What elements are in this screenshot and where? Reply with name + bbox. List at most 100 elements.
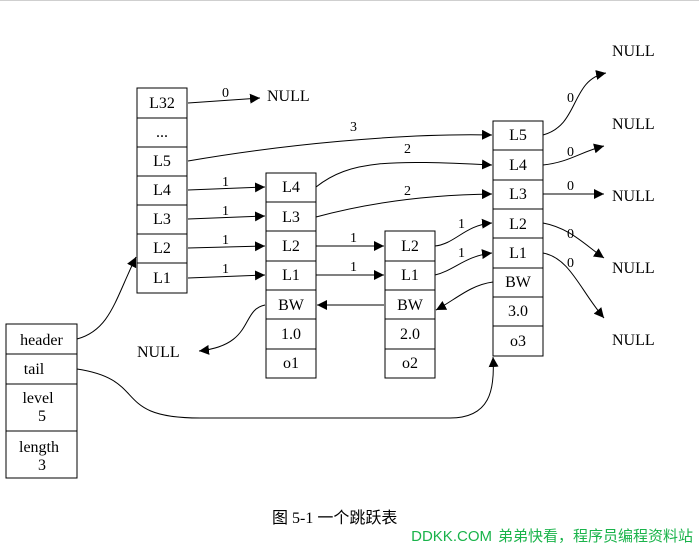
- zskiplist-struct: header tail level 5 length 3: [5, 323, 78, 479]
- span-label: 0: [567, 227, 574, 242]
- node-level-text: L5: [509, 127, 527, 144]
- header-level-text: L1: [153, 270, 171, 287]
- null-label: NULL: [612, 260, 655, 277]
- node-obj-cell: [384, 348, 436, 379]
- header-level-text: L4: [153, 182, 171, 199]
- zskiplist-header-label: header: [20, 332, 63, 349]
- zskiplist-tail-label: tail: [24, 361, 45, 378]
- node-backward-cell: [265, 289, 317, 320]
- span-label: 3: [350, 120, 357, 135]
- edge-arrow: [187, 241, 266, 252]
- node-level-text: L2: [401, 238, 419, 255]
- header-level-text: L5: [153, 153, 171, 170]
- node-score-cell: [492, 296, 544, 327]
- node-score-text: 3.0: [508, 303, 528, 320]
- backward-arrow: [198, 304, 266, 355]
- zskiplist-tail-field: [5, 353, 78, 385]
- header-level-text: L32: [149, 95, 175, 112]
- watermark-site: DDKK.COM: [411, 528, 492, 543]
- span-label: 0: [222, 86, 229, 101]
- header-level-cell: [136, 233, 188, 264]
- node-level-text: L1: [282, 267, 300, 284]
- node-level-cell: [492, 179, 544, 210]
- header-level-text: ...: [156, 124, 168, 141]
- edge-arrow: [542, 252, 605, 319]
- figure-caption: 图 5-1 一个跳跃表: [272, 509, 397, 527]
- node-level-cell: [265, 201, 317, 232]
- header-level-text: L3: [153, 211, 171, 228]
- edge-arrow: [187, 93, 261, 104]
- edge-arrow: [187, 211, 266, 222]
- edge-arrow: [542, 143, 605, 166]
- skiplist-node-o3: L5 L4 L3 L2 L1 BW 3.0 o3: [492, 120, 544, 357]
- span-label: 1: [350, 231, 357, 246]
- node-score-text: 1.0: [281, 326, 301, 343]
- edge-arrow: [187, 182, 266, 193]
- span-label: 2: [404, 142, 411, 157]
- edge-arrow: [187, 129, 493, 162]
- zskiplist-length-value: 3: [38, 457, 46, 474]
- top-border-line: [0, 0, 699, 1]
- span-label: 1: [350, 260, 357, 275]
- header-level-cell: [136, 204, 188, 235]
- span-label: 0: [567, 91, 574, 106]
- header-pointer-arrow: [76, 256, 137, 340]
- span-label: 1: [222, 262, 229, 277]
- span-label: 1: [222, 233, 229, 248]
- node-level-cell: [492, 237, 544, 269]
- node-backward-text: BW: [278, 297, 305, 314]
- node-backward-cell: [384, 289, 436, 320]
- edge-arrow: [542, 70, 607, 136]
- node-obj-text: o1: [283, 355, 299, 372]
- edge-arrow: [434, 218, 493, 247]
- span-label: 0: [567, 179, 574, 194]
- header-level-cell: [136, 262, 188, 294]
- skiplist-node-o1: L4 L3 L2 L1 BW 1.0 o1: [265, 172, 317, 379]
- node-level-cell: [492, 208, 544, 239]
- node-obj-text: o2: [402, 355, 418, 372]
- null-label: NULL: [612, 332, 655, 349]
- node-level-text: L4: [282, 179, 300, 196]
- node-level-text: L2: [509, 216, 527, 233]
- node-score-cell: [265, 318, 317, 350]
- node-level-text: L3: [282, 209, 300, 226]
- node-obj-cell: [492, 325, 544, 357]
- edge-arrow: [315, 189, 493, 218]
- node-level-text: L2: [282, 238, 300, 255]
- tail-pointer-arrow: [76, 356, 499, 419]
- node-level-text: L4: [509, 157, 527, 174]
- zskiplist-level-field: [5, 383, 78, 432]
- backward-arrow: [435, 281, 494, 311]
- node-level-text: L1: [509, 245, 527, 262]
- span-label: 1: [458, 217, 465, 232]
- edge-arrow: [434, 249, 493, 276]
- span-label: 1: [222, 175, 229, 190]
- node-obj-cell: [265, 348, 317, 379]
- node-level-text: L1: [401, 267, 419, 284]
- skiplist-node-o2: L2 L1 BW 2.0 o2: [384, 230, 436, 379]
- node-backward-cell: [492, 267, 544, 298]
- node-level-cell: [265, 260, 317, 291]
- node-backward-text: BW: [397, 297, 424, 314]
- null-label: NULL: [612, 43, 655, 60]
- node-level-cell: [384, 230, 436, 262]
- header-level-text: L2: [153, 240, 171, 257]
- null-label: NULL: [612, 188, 655, 205]
- null-label: NULL: [137, 344, 180, 361]
- span-label: 2: [404, 184, 411, 199]
- zskiplist-level-label: level: [22, 390, 54, 407]
- edge-arrow: [315, 159, 493, 188]
- span-label: 0: [567, 256, 574, 271]
- span-label: 0: [567, 145, 574, 160]
- zskiplist-length-field: [5, 430, 78, 479]
- node-level-cell: [384, 260, 436, 291]
- span-label: 1: [458, 246, 465, 261]
- header-node: L32 ... L5 L4 L3 L2 L1: [136, 87, 188, 294]
- null-label: NULL: [612, 116, 655, 133]
- node-backward-text: BW: [505, 274, 532, 291]
- node-obj-text: o3: [510, 333, 526, 350]
- node-level-cell: [492, 120, 544, 151]
- zskiplist-length-label: length: [19, 439, 59, 456]
